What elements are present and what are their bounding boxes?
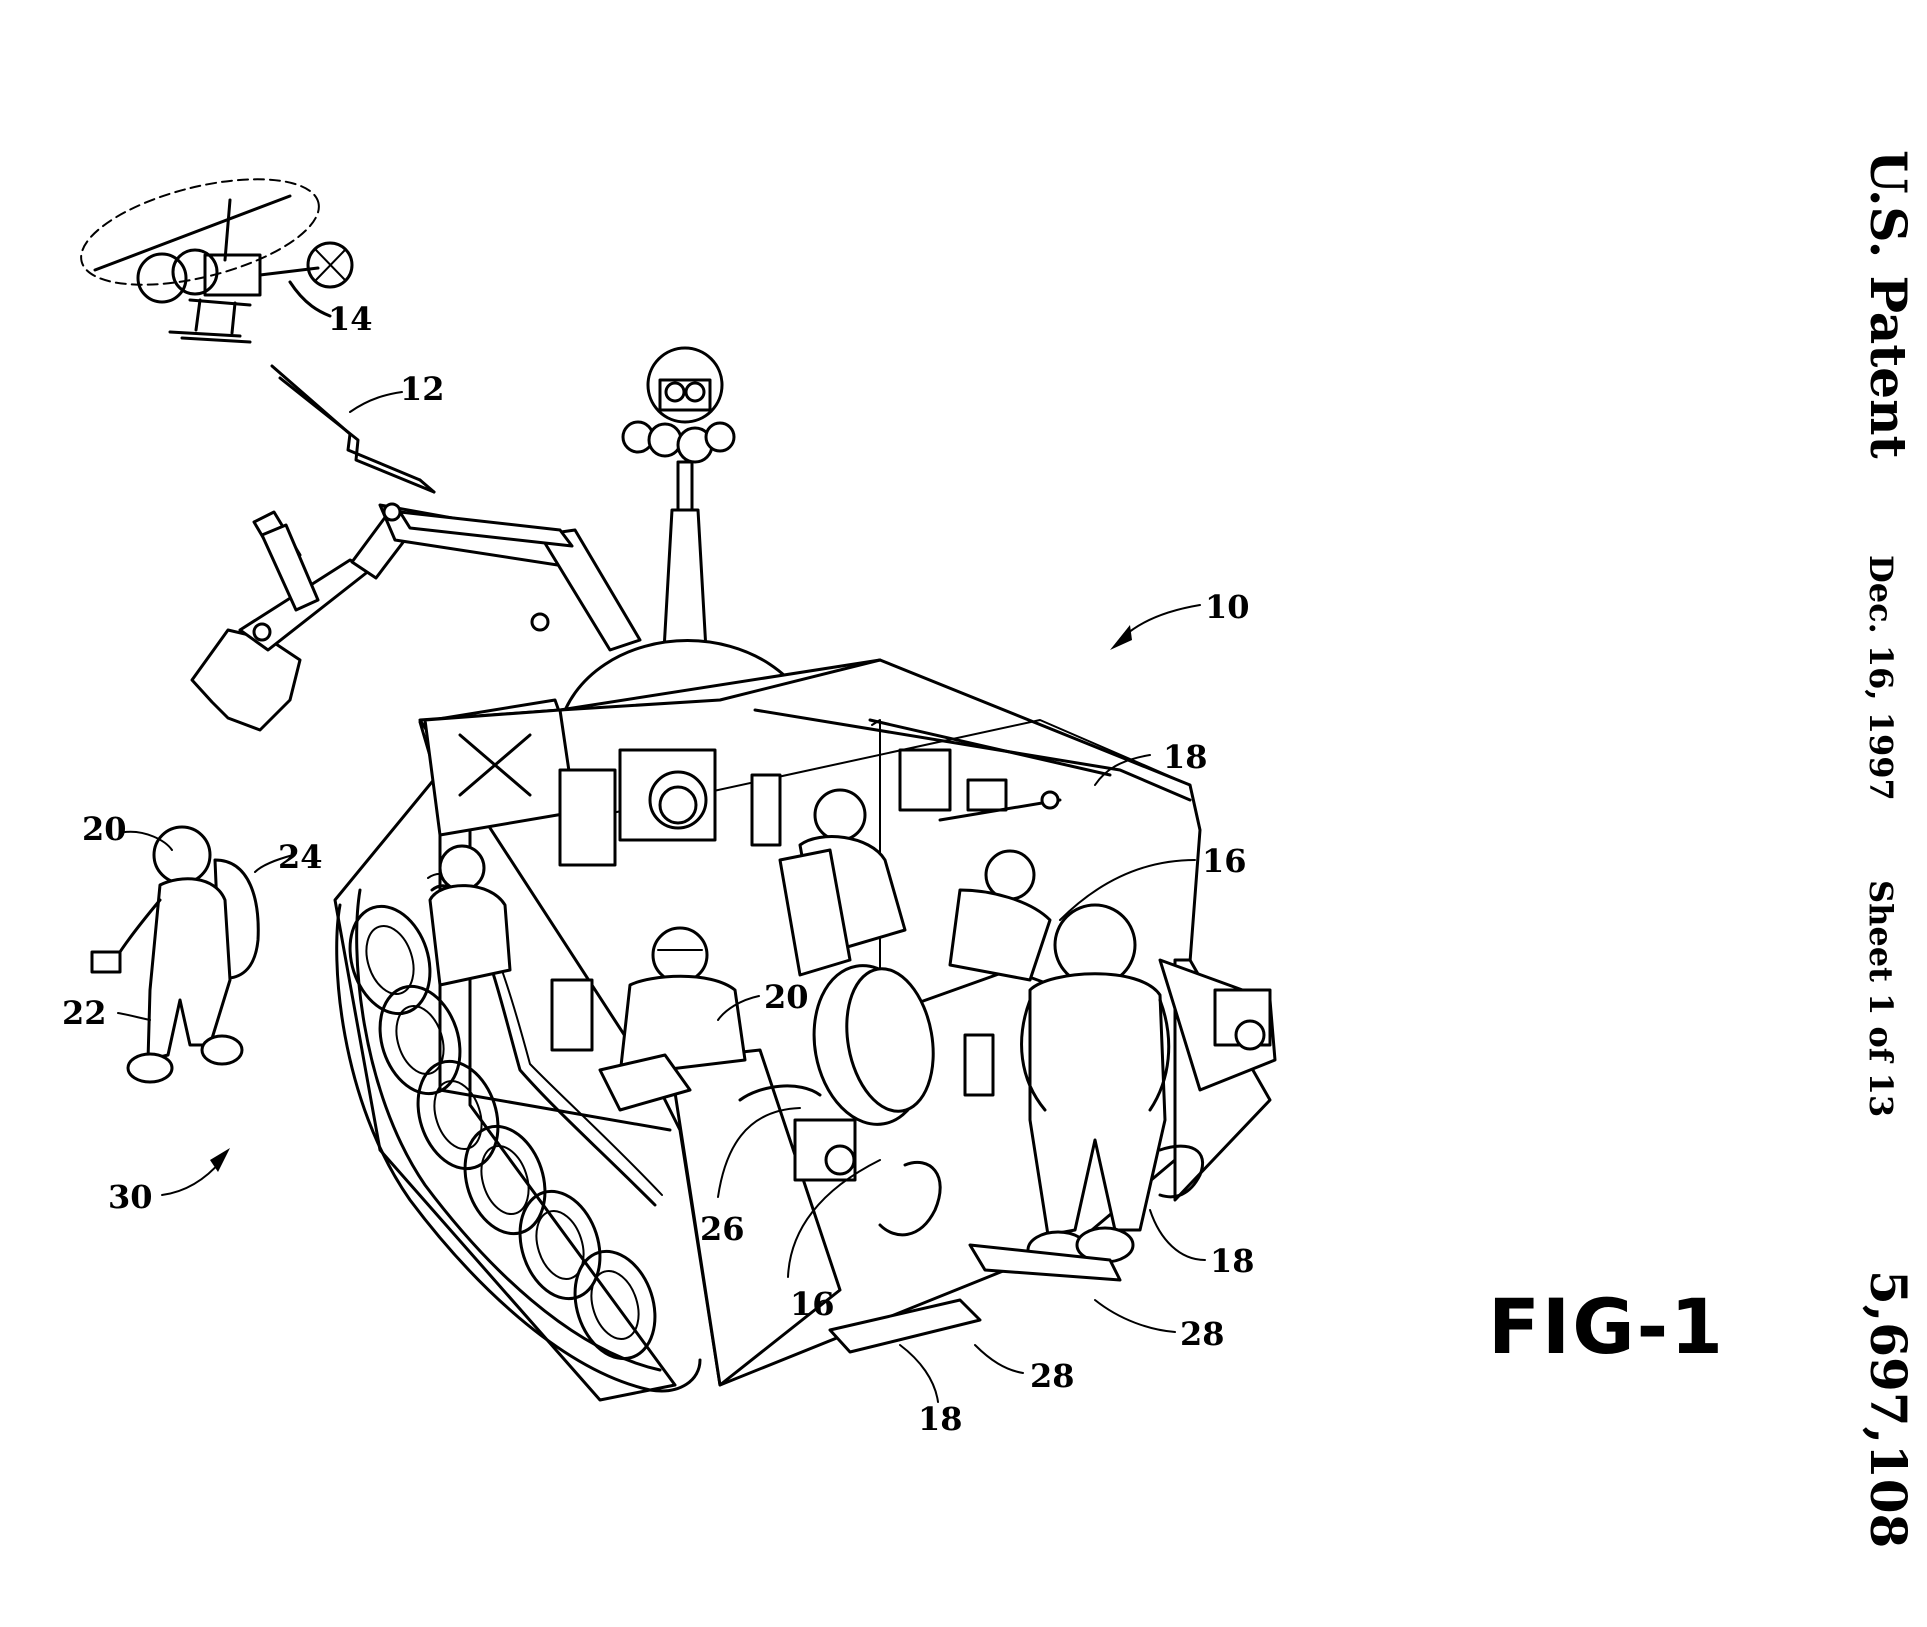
ref-numeral-28-right: 28 bbox=[1180, 1315, 1225, 1353]
sheet-number: Sheet 1 of 13 bbox=[1862, 880, 1900, 1117]
ref-numeral-24: 24 bbox=[278, 838, 323, 876]
patent-date: Dec. 16, 1997 bbox=[1862, 555, 1900, 801]
ref-numeral-30: 30 bbox=[108, 1178, 153, 1216]
ref-numeral-12: 12 bbox=[400, 370, 445, 408]
ref-numeral-16-bottom: 16 bbox=[790, 1285, 835, 1323]
ref-numeral-18-bottom: 18 bbox=[918, 1400, 963, 1438]
astronaut-illustration bbox=[92, 827, 258, 1082]
patent-number: 5,697,108 bbox=[1859, 1270, 1918, 1548]
ref-numeral-26: 26 bbox=[700, 1210, 745, 1248]
ref-numeral-18-right: 18 bbox=[1210, 1242, 1255, 1280]
helicopter-drone-illustration bbox=[71, 159, 352, 342]
ref-numeral-20-astronaut: 20 bbox=[82, 810, 127, 848]
ref-numeral-10: 10 bbox=[1205, 588, 1250, 626]
ref-numeral-28-bottom: 28 bbox=[1030, 1357, 1075, 1395]
ref-numeral-16-right: 16 bbox=[1202, 842, 1247, 880]
patent-label: U.S. Patent bbox=[1859, 150, 1918, 459]
ref-numeral-22: 22 bbox=[62, 994, 107, 1032]
ref-numeral-14: 14 bbox=[328, 300, 373, 338]
figure-label: FIG-1 bbox=[1488, 1282, 1725, 1371]
ref-numeral-20-operator: 20 bbox=[764, 978, 809, 1016]
sensor-mast-illustration bbox=[560, 348, 815, 725]
ref-numeral-18-top: 18 bbox=[1163, 738, 1208, 776]
